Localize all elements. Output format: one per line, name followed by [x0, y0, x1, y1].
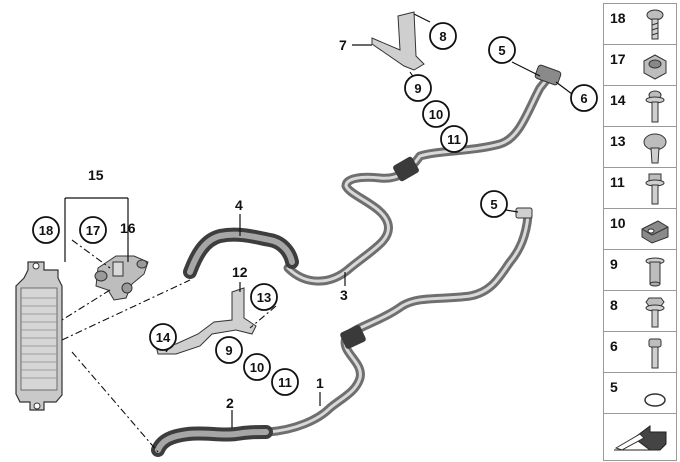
svg-text:9: 9 — [414, 81, 421, 96]
callout-11-bottom: 11 — [271, 368, 299, 396]
svg-text:11: 11 — [447, 132, 461, 147]
callout-10-top: 10 — [422, 100, 450, 128]
callout-9-bottom: 9 — [215, 336, 243, 364]
grommet — [340, 325, 366, 349]
page-reference-arrow-icon — [614, 425, 667, 451]
hex-flange-bolt-icon — [645, 297, 665, 328]
callout-14: 14 — [149, 323, 177, 351]
callout-11-top: 11 — [440, 125, 468, 153]
callout-8: 8 — [429, 22, 457, 50]
grommet — [393, 156, 419, 182]
legend-row: 5 — [603, 372, 677, 414]
callout-2: 2 — [226, 395, 234, 411]
flange-bolt-icon — [645, 173, 665, 205]
pipe-3 — [283, 73, 553, 286]
legend-row — [603, 413, 677, 461]
bracket-7 — [371, 11, 425, 71]
callout-15: 15 — [88, 167, 104, 183]
callout-6: 6 — [570, 84, 598, 112]
svg-text:10: 10 — [429, 107, 443, 122]
spacer-sleeve-icon — [645, 257, 665, 287]
bolt-icon — [648, 338, 662, 369]
svg-text:13: 13 — [257, 290, 271, 305]
screw-icon — [646, 9, 664, 40]
pipe-fitting — [534, 64, 562, 86]
svg-text:10: 10 — [250, 360, 264, 375]
callout-17: 17 — [79, 216, 107, 244]
collar-bolt-icon — [645, 90, 665, 123]
svg-text:9: 9 — [225, 343, 232, 358]
hex-nut-icon — [643, 54, 667, 80]
pipe-1 — [263, 211, 533, 437]
legend-row: 14 — [603, 85, 677, 127]
legend-row: 10 — [603, 208, 677, 250]
legend-row: 13 — [603, 126, 677, 168]
callout-12: 12 — [232, 264, 248, 280]
callout-3: 3 — [340, 287, 348, 303]
callout-1: 1 — [316, 375, 324, 391]
thermostat — [94, 255, 149, 301]
svg-text:6: 6 — [580, 91, 587, 106]
expanding-rivet-icon — [643, 133, 667, 164]
svg-text:5: 5 — [490, 197, 497, 212]
svg-text:18: 18 — [39, 223, 53, 238]
legend-row: 11 — [603, 167, 677, 209]
callout-7: 7 — [339, 37, 347, 53]
oil-cooler — [15, 261, 63, 411]
callout-13: 13 — [250, 283, 278, 311]
callout-5-top: 5 — [488, 36, 516, 64]
svg-text:14: 14 — [156, 330, 171, 345]
svg-text:17: 17 — [86, 223, 100, 238]
callout-4: 4 — [235, 197, 243, 213]
legend-row: 6 — [603, 331, 677, 373]
hose-2 — [151, 425, 273, 457]
pipe-fitting — [515, 207, 533, 219]
legend-row: 18 — [603, 3, 677, 45]
callout-5-right: 5 — [480, 190, 508, 218]
clip-nut-icon — [641, 220, 669, 244]
o-ring-icon — [644, 393, 666, 407]
leader-lines — [61, 13, 573, 453]
callout-18: 18 — [32, 216, 60, 244]
legend-row: 9 — [603, 249, 677, 291]
svg-text:11: 11 — [278, 375, 292, 390]
callout-16: 16 — [120, 220, 136, 236]
hose-4 — [183, 227, 299, 279]
legend-row: 17 — [603, 44, 677, 86]
legend-row: 8 — [603, 290, 677, 332]
callout-9-top: 9 — [404, 74, 432, 102]
parts-legend: 18 17 14 13 11 10 9 — [603, 3, 677, 461]
svg-text:5: 5 — [498, 43, 505, 58]
svg-text:8: 8 — [439, 29, 446, 44]
callout-10-bottom: 10 — [243, 353, 271, 381]
